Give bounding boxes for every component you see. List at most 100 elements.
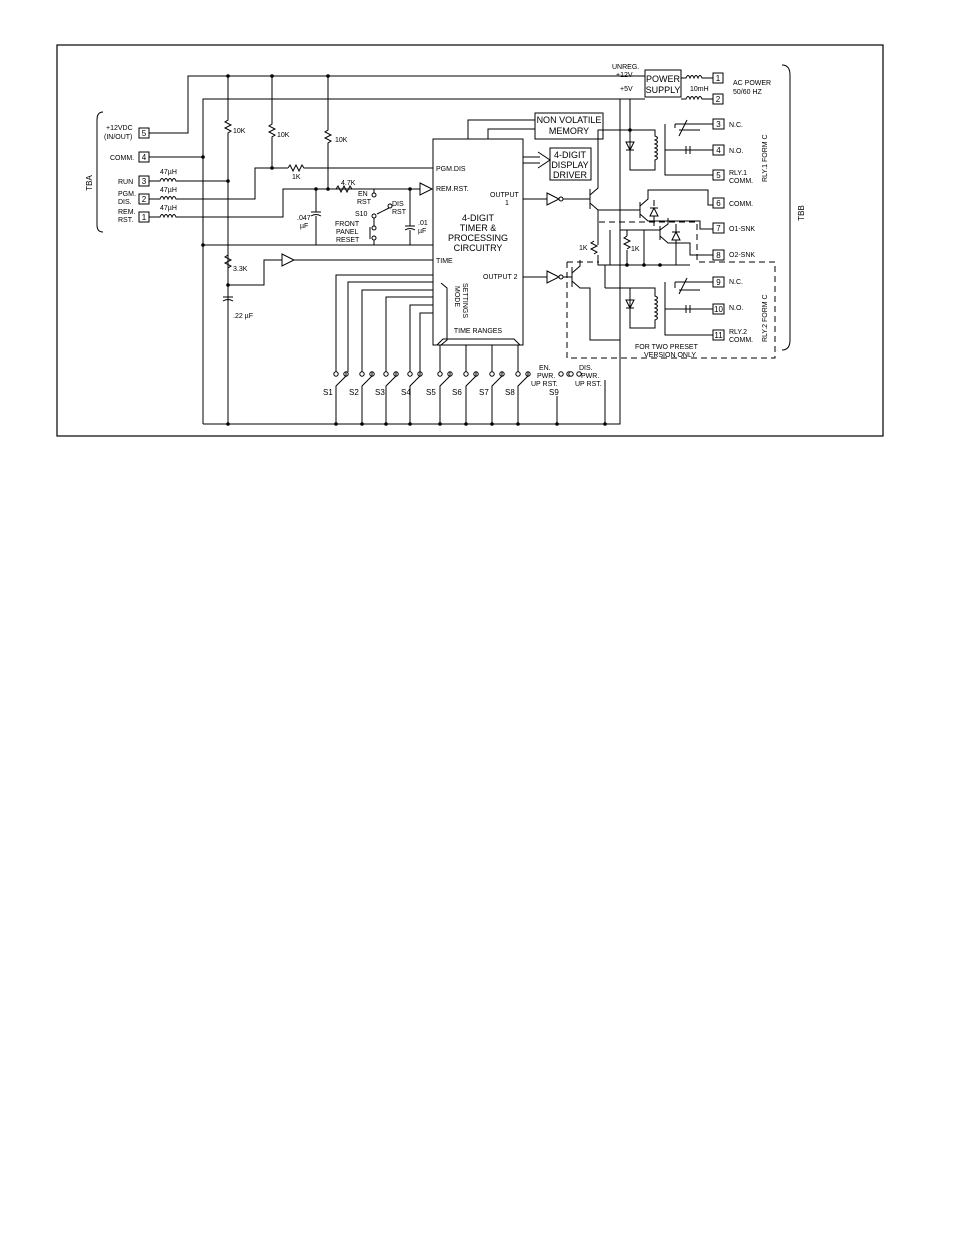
tba-label: TBA xyxy=(85,175,94,191)
switch-s9: S9 xyxy=(549,388,559,397)
tba-2-label2: DIS. xyxy=(118,199,132,206)
switch-lever xyxy=(465,372,477,400)
rly2-form-label: RLY.2 FORM C xyxy=(762,294,769,342)
tbb-11-label2: COMM. xyxy=(729,337,753,344)
c01-unit: µF xyxy=(418,228,426,235)
switch-contact xyxy=(359,371,365,377)
tbb-7-label: O1-SNK xyxy=(729,226,755,233)
pgm-dis-pin: PGM.DIS xyxy=(436,166,466,173)
display-driver-block xyxy=(549,147,592,181)
switch-lever xyxy=(439,372,451,400)
front-panel-label-3: RESET xyxy=(336,237,360,244)
svg-text:2: 2 xyxy=(716,95,721,104)
switch-lever xyxy=(491,372,503,400)
tbb-terminal-3 xyxy=(712,118,725,130)
tba-1-label: REM. xyxy=(118,209,136,216)
tbb-10-label: N.O. xyxy=(729,305,743,312)
svg-text:1: 1 xyxy=(716,74,721,83)
plus5v-label: +5V xyxy=(620,86,633,93)
input-inductors xyxy=(149,167,420,219)
tbb-5-label: RLY.1 xyxy=(729,170,747,177)
output2-pin: OUTPUT 2 xyxy=(483,274,518,281)
switch-lever xyxy=(361,372,373,400)
time-pin: TIME xyxy=(436,258,453,265)
switch-lever xyxy=(517,372,529,400)
tbb-terminal-num-4: 4 xyxy=(716,146,721,155)
svg-text:4: 4 xyxy=(142,153,147,162)
r10k-label-1: 10K xyxy=(233,128,246,135)
en-pwr-label3: UP RST. xyxy=(531,381,558,388)
display-label-2: DISPLAY xyxy=(551,160,588,170)
main-block-line-2: TIMER & xyxy=(460,223,497,233)
tbb-9-label: N.C. xyxy=(729,279,743,286)
tba-3-label: RUN xyxy=(118,179,133,186)
en-pwr-label2: PWR. xyxy=(537,373,555,380)
inductor-label-run: 47µH xyxy=(160,169,177,176)
tbb-terminal-num-8: 8 xyxy=(716,251,721,260)
tbb-4-label: N.O. xyxy=(729,148,743,155)
r10k-label-2: 10K xyxy=(277,132,290,139)
svg-text:1: 1 xyxy=(142,213,147,222)
tbb-terminal-num-9: 9 xyxy=(716,278,721,287)
dis-pwr-label2: PWR. xyxy=(581,373,599,380)
tbb-terminal-num-6: 6 xyxy=(716,199,721,208)
switch-s4: S4 xyxy=(401,388,411,397)
tbb-terminal-num-11: 11 xyxy=(714,331,723,340)
svg-text:5: 5 xyxy=(142,129,147,138)
svg-text:3: 3 xyxy=(142,177,147,186)
tbb-terminal-6 xyxy=(712,197,725,209)
ac-power-label: AC POWER xyxy=(733,80,771,87)
switch-contact xyxy=(489,371,495,377)
switch-contact xyxy=(576,371,582,377)
bottom-switch-bank xyxy=(335,380,606,424)
c047-label: .047 xyxy=(297,215,311,222)
rem-rst-pin: REM.RST. xyxy=(436,186,469,193)
output1-pin: OUTPUT xyxy=(490,192,520,199)
c22-label: .22 µF xyxy=(233,313,253,320)
dis-rst-label: DIS xyxy=(392,201,404,208)
r10k-label-3: 10K xyxy=(335,137,348,144)
switch-contact xyxy=(558,371,564,377)
power-supply-label-2: SUPPLY xyxy=(646,85,681,95)
tbb-terminal-num-3: 3 xyxy=(716,120,721,129)
switch-contact xyxy=(463,371,469,377)
r33k-label: 3.3K xyxy=(233,266,248,273)
mode-settings-label: MODE xyxy=(453,286,460,307)
switch-lever xyxy=(335,372,347,400)
r1k-label: 1K xyxy=(292,174,301,181)
switch-s2: S2 xyxy=(349,388,359,397)
tba-5-label: +12VDC xyxy=(106,125,133,132)
rly1-form-label: RLY.1 FORM C xyxy=(762,134,769,182)
time-ranges-label: TIME RANGES xyxy=(454,328,503,335)
switch-lever xyxy=(409,372,421,400)
front-panel-label-2: PANEL xyxy=(336,229,359,236)
two-preset-boundary xyxy=(566,221,776,359)
display-label-3: DRIVER xyxy=(553,170,588,180)
ac-terminal-2 xyxy=(712,93,724,105)
r47k-label: 4.7K xyxy=(341,180,356,187)
tbb-terminal-5 xyxy=(712,169,725,181)
switch-s5: S5 xyxy=(426,388,436,397)
tba-2-label: PGM. xyxy=(118,191,136,198)
two-preset-label-2: VERSION ONLY xyxy=(644,352,696,359)
switch-s1: S1 xyxy=(323,388,333,397)
c01-label: .01 xyxy=(418,220,428,227)
ac-hz-label: 50/60 HZ xyxy=(733,89,763,96)
switch-s6: S6 xyxy=(452,388,462,397)
front-panel-label-1: FRONT xyxy=(335,221,360,228)
switch-contact xyxy=(383,371,389,377)
memory-label-2: MEMORY xyxy=(549,126,589,136)
tbb-6-label: COMM. xyxy=(729,201,753,208)
switch-contact xyxy=(568,371,574,377)
unreg-12v-label: +12V xyxy=(616,72,633,79)
en-pwr-label: EN. xyxy=(539,365,551,372)
tbb-5-label2: COMM. xyxy=(729,178,753,185)
switch-contact xyxy=(333,371,339,377)
memory-label-1: NON VOLATILE xyxy=(537,115,602,125)
switch-s3: S3 xyxy=(375,388,385,397)
switch-lever xyxy=(385,372,397,400)
svg-text:2: 2 xyxy=(142,195,147,204)
switch-contact xyxy=(407,371,413,377)
tba-5-label2: (IN/OUT) xyxy=(104,134,132,141)
